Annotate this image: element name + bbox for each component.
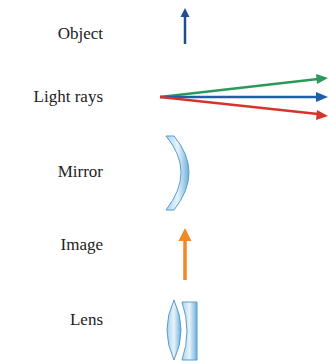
legend-label: Mirror — [58, 162, 103, 182]
mirror-symbol — [166, 136, 189, 210]
image-arrow — [179, 228, 192, 280]
legend-label: Light rays — [34, 87, 103, 107]
lens-symbol — [167, 300, 197, 360]
object-arrow — [181, 8, 190, 44]
legend-label: Object — [58, 24, 103, 44]
light-rays — [160, 74, 328, 120]
legend-label: Lens — [70, 310, 103, 330]
legend-label: Image — [61, 235, 103, 255]
